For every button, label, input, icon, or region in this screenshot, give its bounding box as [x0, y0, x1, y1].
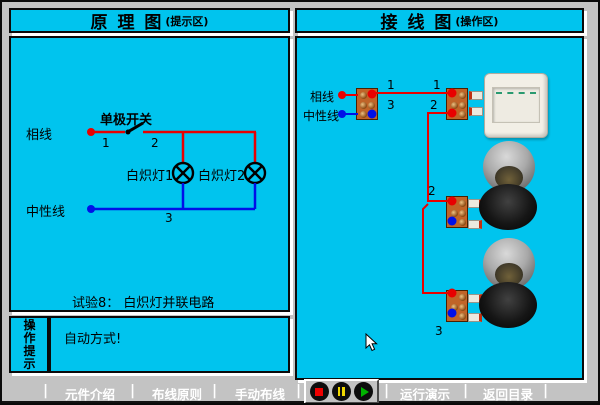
play-icon [360, 386, 369, 397]
toolbar-item-components[interactable]: 元件介绍 [64, 387, 115, 402]
neutral-wire-label-left: 中性线 [26, 205, 66, 220]
screw-icon [451, 304, 458, 311]
toolbar-item-wiring-rules[interactable]: 布线原则 [151, 387, 202, 402]
wire-number-1a: 1 [387, 78, 395, 92]
lamp2-label: 白炽灯2 [198, 169, 246, 184]
neutral-wire-label-right: 中性线 [303, 109, 340, 123]
toolbar-item-manual-wiring[interactable]: 手动布线 [234, 387, 285, 402]
screw-icon [459, 219, 466, 226]
wire-number-2b: 2 [428, 184, 436, 198]
wire-number-2: 2 [151, 136, 159, 150]
toolbar-separator: | [543, 383, 549, 399]
bottom-border [2, 401, 598, 403]
wire-number-3b: 3 [435, 324, 443, 338]
wiring-panel-header: 接 线 图 (操作区) [295, 8, 584, 33]
connector-tab [468, 220, 482, 229]
phase-wire-label-right: 相线 [310, 90, 335, 104]
phase-wire-label-left: 相线 [26, 128, 53, 143]
bulb1-filament [495, 165, 523, 189]
screw-icon [459, 294, 466, 301]
lamp1-terminal-block[interactable] [446, 196, 468, 228]
wire-number-1b: 1 [433, 78, 441, 92]
bulb2-filament [495, 262, 523, 286]
toolbar-separator: | [384, 383, 390, 399]
hint-title-box [9, 316, 49, 373]
switch-indicator-stripe [496, 92, 536, 94]
principle-subtitle: (提示区) [165, 14, 209, 28]
wire-number-3a: 3 [387, 98, 395, 112]
toolbar-separator: | [130, 383, 136, 399]
screw-icon [360, 92, 367, 99]
wire-number-3: 3 [165, 211, 173, 225]
hint-title: 操作提示 [23, 318, 36, 371]
connector-tab [469, 107, 483, 116]
screw-icon [459, 200, 466, 207]
screw-icon [459, 313, 466, 320]
hint-message: 自动方式! [64, 332, 122, 347]
bulb2-socket[interactable] [479, 282, 537, 328]
connector-tab [468, 313, 482, 322]
principle-diagram-area [9, 36, 290, 312]
screw-icon [459, 102, 466, 109]
stop-icon [315, 387, 324, 396]
wire-number-2a: 2 [430, 98, 438, 112]
lamp2-terminal-block[interactable] [446, 290, 468, 322]
bulb2-glass[interactable] [483, 238, 535, 290]
toolbar-item-run-demo[interactable]: 运行演示 [399, 387, 450, 402]
mouse-cursor [365, 333, 378, 352]
switch-terminal-block[interactable] [446, 88, 468, 120]
screw-icon [459, 92, 466, 99]
pause-icon [337, 387, 345, 396]
stop-button[interactable] [309, 382, 329, 401]
toolbar-separator: | [43, 383, 49, 399]
toolbar-separator: | [296, 383, 302, 399]
switch-rocker[interactable] [492, 87, 540, 123]
play-button[interactable] [354, 382, 374, 401]
screw-icon [368, 102, 375, 109]
bulb1-glass[interactable] [483, 141, 535, 193]
bulb1-socket[interactable] [479, 184, 537, 230]
toolbar-separator: | [212, 383, 218, 399]
wall-switch[interactable] [484, 73, 548, 138]
screw-icon [459, 111, 466, 118]
pause-button[interactable] [331, 382, 351, 401]
experiment-caption: 试验8： 白炽灯并联电路 [72, 296, 215, 311]
hint-message-box [49, 316, 290, 373]
switch-label: 单极开关 [100, 113, 153, 128]
toolbar-separator: | [463, 383, 469, 399]
toolbar-item-return-menu[interactable]: 返回目录 [482, 387, 533, 402]
connector-tab [469, 91, 483, 100]
wiring-subtitle: (操作区) [455, 14, 499, 28]
source-terminal-block[interactable] [356, 88, 378, 120]
principle-title: 原 理 图 [90, 13, 164, 33]
wire-number-1: 1 [102, 136, 110, 150]
lamp1-label: 白炽灯1 [126, 169, 174, 184]
screw-icon [459, 304, 466, 311]
playback-controls [304, 379, 379, 403]
wiring-title: 接 线 图 [380, 13, 454, 33]
screw-icon [451, 102, 458, 109]
screw-icon [451, 210, 458, 217]
screw-icon [459, 210, 466, 217]
principle-panel-header: 原 理 图 (提示区) [9, 8, 290, 33]
screw-icon [360, 102, 367, 109]
screw-icon [360, 111, 367, 118]
